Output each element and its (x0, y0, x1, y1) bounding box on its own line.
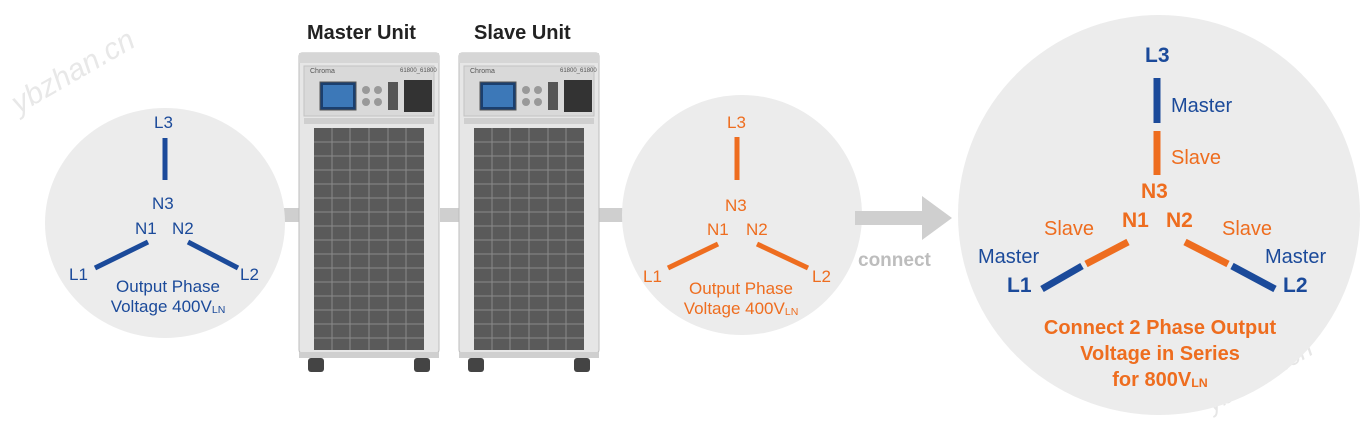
left-caption-line1: Output Phase (116, 277, 220, 296)
middle-label-n2: N2 (746, 220, 768, 239)
right-label-master-right: Master (1265, 246, 1327, 268)
right-label-l3: L3 (1145, 44, 1170, 67)
middle-label-l1: L1 (643, 267, 662, 286)
master-cabinet-drawing (298, 52, 440, 372)
left-caption-subscript: LN (211, 303, 226, 316)
left-label-n1: N1 (135, 219, 157, 238)
right-caption-subscript: LN (1191, 375, 1208, 390)
right-label-n1: N1 (1122, 209, 1149, 232)
watermark-left: ybzhan.cn (5, 23, 141, 121)
right-label-slave-top: Slave (1171, 147, 1222, 169)
left-label-n2: N2 (172, 219, 194, 238)
middle-phase-circle (622, 95, 862, 335)
middle-label-l3: L3 (727, 113, 746, 132)
left-label-l2: L2 (240, 265, 259, 284)
right-label-slave-right: Slave (1222, 218, 1273, 240)
middle-label-n3: N3 (725, 196, 747, 215)
right-label-slave-left: Slave (1044, 218, 1095, 240)
slave-panel-brand: Chroma (470, 68, 495, 75)
right-caption-line3: for 800VLN (1010, 367, 1310, 395)
right-label-n3: N3 (1141, 180, 1168, 203)
right-label-l2: L2 (1283, 274, 1308, 297)
right-label-master-left: Master (978, 246, 1040, 268)
right-label-l1: L1 (1007, 274, 1032, 297)
middle-caption-voltage: Voltage 400V (683, 299, 785, 318)
right-caption-line2: Voltage in Series (1080, 343, 1240, 365)
right-label-n2: N2 (1166, 209, 1193, 232)
middle-label-n1: N1 (707, 220, 729, 239)
left-label-l3: L3 (154, 113, 173, 132)
master-unit-cabinet: Chroma 61800_61800 (298, 52, 440, 374)
right-caption-line1: Connect 2 Phase Output (1043, 317, 1277, 339)
left-caption: Output Phase Voltage 400VLN (92, 277, 244, 319)
master-unit-title: Master Unit (307, 22, 416, 44)
right-caption: Connect 2 Phase Output Voltage in Series… (1010, 315, 1310, 395)
connect-arrow-icon (855, 196, 952, 240)
master-panel-brand: Chroma (310, 68, 335, 75)
middle-caption: Output Phase Voltage 400VLN (665, 279, 817, 321)
slave-panel-model: 61800_61800 (560, 68, 597, 74)
middle-caption-line2: Voltage 400VLN (665, 299, 817, 321)
slave-unit-cabinet: Chroma 61800_61800 (458, 52, 600, 374)
master-panel-model: 61800_61800 (400, 68, 437, 74)
left-caption-voltage: Voltage 400V (110, 297, 212, 316)
connect-label: connect (858, 250, 931, 271)
right-label-master-top: Master (1171, 95, 1233, 117)
middle-caption-line1: Output Phase (689, 279, 793, 298)
left-label-l1: L1 (69, 265, 88, 284)
middle-caption-subscript: LN (784, 305, 799, 318)
right-caption-voltage: for 800V (1112, 369, 1192, 391)
left-caption-line2: Voltage 400VLN (92, 297, 244, 319)
slave-cabinet-drawing (458, 52, 600, 372)
slave-unit-title: Slave Unit (474, 22, 571, 44)
middle-label-l2: L2 (812, 267, 831, 286)
left-label-n3: N3 (152, 194, 174, 213)
